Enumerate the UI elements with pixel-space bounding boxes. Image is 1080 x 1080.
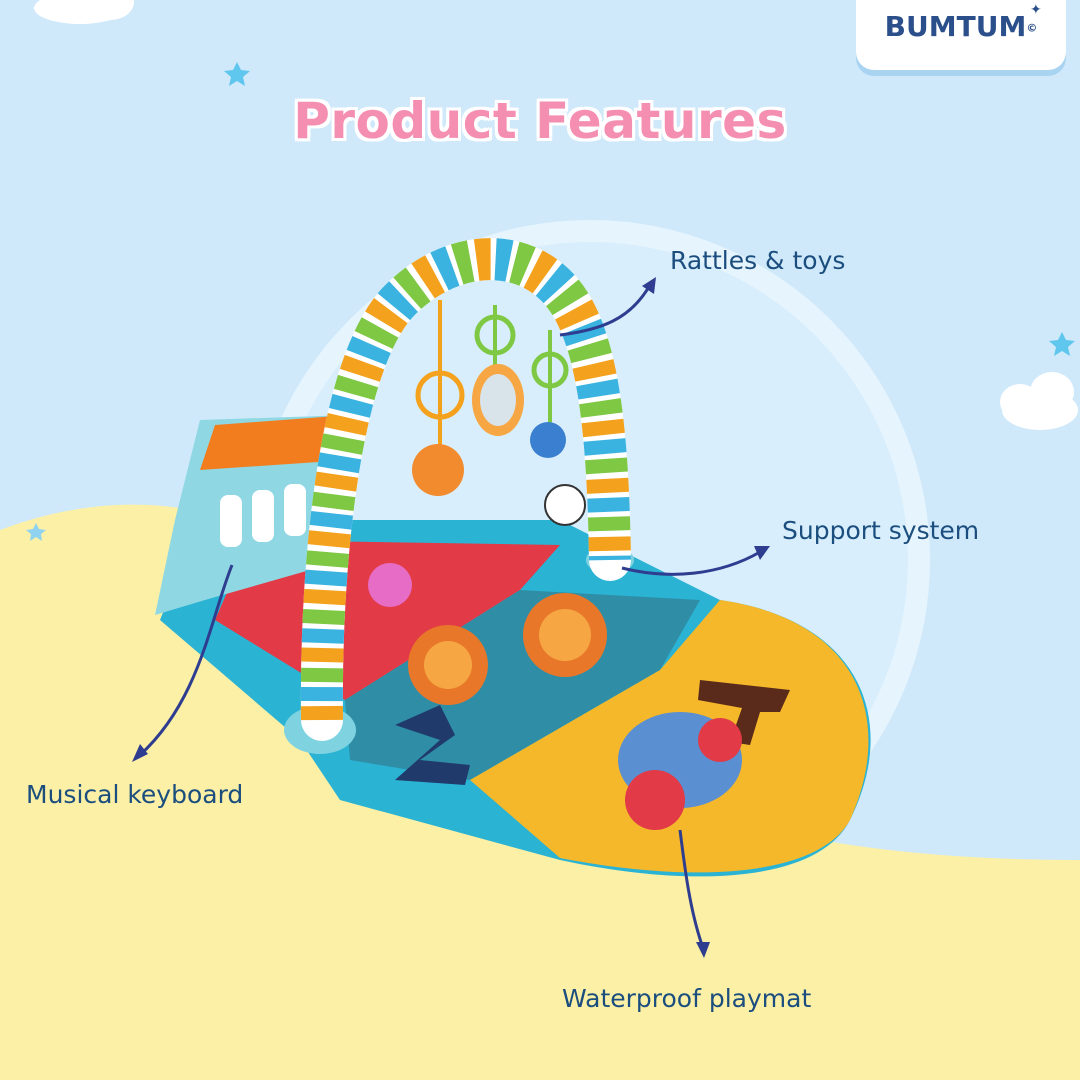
callout-musical-keyboard: Musical keyboard bbox=[26, 780, 244, 809]
panda-toy bbox=[544, 484, 586, 526]
cloud-icon bbox=[34, 0, 134, 24]
arrow-icon bbox=[696, 942, 710, 958]
arch-stripe-blue bbox=[300, 238, 631, 721]
arrow-icon bbox=[642, 277, 656, 294]
bear-toy bbox=[412, 444, 464, 496]
brand-logo: BUMTUM© bbox=[856, 10, 1066, 43]
rattle-ring bbox=[531, 351, 569, 389]
arrow-icon bbox=[678, 829, 704, 946]
callout-rattles-toys: Rattles & toys bbox=[670, 246, 846, 275]
pink-bear-toy bbox=[368, 563, 412, 607]
page-title: Product Features bbox=[293, 92, 787, 150]
brand-logo-card: BUMTUM© ✦ bbox=[856, 0, 1066, 70]
star-icon bbox=[26, 523, 46, 541]
keyboard-roof bbox=[200, 415, 350, 470]
arrow-icon bbox=[559, 284, 652, 337]
number-one-graphic bbox=[698, 680, 790, 745]
star-icon bbox=[1049, 332, 1075, 356]
callout-support-system: Support system bbox=[782, 516, 980, 545]
number-two-graphic bbox=[395, 705, 470, 785]
callout-waterproof-playmat: Waterproof playmat bbox=[562, 984, 812, 1013]
cloud-icon bbox=[1000, 372, 1078, 430]
rattle-ring bbox=[415, 370, 465, 420]
brand-logo-text: BUMTUM bbox=[884, 10, 1027, 43]
rattle-ring bbox=[474, 314, 516, 356]
arrow-icon bbox=[138, 564, 234, 757]
arrow-icon bbox=[621, 550, 761, 576]
brand-logo-mark: © bbox=[1026, 21, 1038, 35]
star-icon: ✦ bbox=[1030, 2, 1042, 18]
star-icon bbox=[224, 62, 250, 86]
arrow-icon bbox=[132, 744, 148, 762]
arrow-icon bbox=[754, 546, 770, 560]
blue-bear-toy bbox=[530, 422, 566, 458]
